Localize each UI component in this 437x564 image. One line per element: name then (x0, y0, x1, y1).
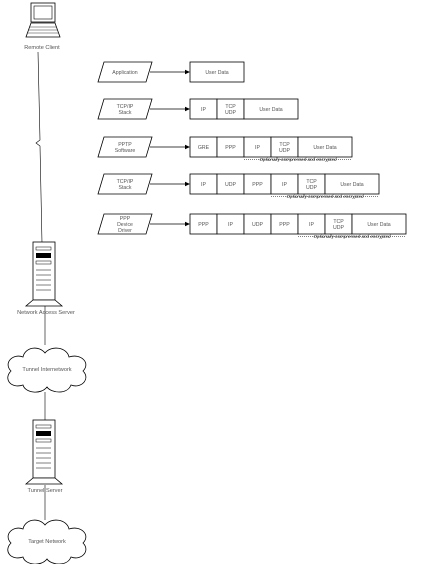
layer-label: TCP/IP (117, 179, 134, 185)
packet-field-label: TCP (306, 179, 317, 185)
packet-field-label: UDP (333, 225, 344, 231)
packet-field (243, 98, 299, 120)
layer-label: TCP/IP (117, 104, 134, 110)
encryption-note: Optionally compressed and encrypted (286, 194, 364, 199)
cloud-icon (7, 347, 87, 393)
laptop-icon (25, 2, 61, 38)
layer-label: Software (115, 148, 136, 154)
layer-label: PPP (120, 216, 131, 222)
layer-label: Application (112, 70, 137, 76)
packet-field-label: UDP (279, 148, 290, 154)
layer-label-shape (97, 61, 153, 83)
packet-field-label: IP (282, 182, 287, 188)
tunnel-server-label: Tunnel Server (28, 488, 63, 494)
arrow-head-icon (185, 221, 190, 227)
packet-field-label: User Data (313, 145, 336, 151)
packet-field (297, 136, 353, 158)
packet-field-label: GRE (198, 145, 210, 151)
connection-line (35, 51, 46, 520)
arrow-head-icon (185, 181, 190, 187)
layer-label: Stack (119, 110, 132, 116)
packet-field-label: TCP (225, 104, 236, 110)
packet-field-label: UDP (306, 185, 317, 191)
packet-field-label: PPP (225, 145, 236, 151)
layer-label-shape (97, 213, 153, 235)
packet-field-label: TCP (279, 142, 290, 148)
packet-field-label: IP (228, 222, 233, 228)
packet-field-label: UDP (225, 110, 236, 116)
server-icon (24, 419, 64, 485)
arrow-head-icon (185, 106, 190, 112)
packet-field-label: User Data (205, 70, 228, 76)
packet-field-label: User Data (259, 107, 282, 113)
packet-field-label: User Data (367, 222, 390, 228)
packet-field-label: TCP (333, 219, 344, 225)
layer-label: Stack (119, 185, 132, 191)
remote-client-label: Remote Client (24, 45, 60, 51)
packet-field-label: PPP (279, 222, 290, 228)
packet-field-label: User Data (340, 182, 363, 188)
packet-field-label: UDP (252, 222, 263, 228)
tunnel-internetwork-label: Tunnel Internetwork (22, 367, 71, 373)
server-icon (24, 241, 64, 307)
packet-field-label: PPP (252, 182, 263, 188)
layer-label: Driver (118, 228, 132, 234)
packet-field-label: IP (309, 222, 314, 228)
arrow-head-icon (185, 69, 190, 75)
arrow-head-icon (185, 144, 190, 150)
target-network-label: Target Network (28, 539, 66, 545)
layer-label-shape (97, 136, 153, 158)
layer-label-shape (97, 98, 153, 120)
packet-field-label: IP (255, 145, 260, 151)
layer-label-shape (97, 173, 153, 195)
packet-field (189, 61, 245, 83)
layer-row: Application User Data (97, 61, 245, 83)
encryption-note: Optionally compressed and encrypted (259, 157, 337, 162)
layer-label: PPTP (118, 142, 132, 148)
encryption-note: Optionally compressed and encrypted (313, 234, 391, 239)
packet-field-label: UDP (225, 182, 236, 188)
packet-field-label: IP (201, 107, 206, 113)
packet-field-label: PPP (198, 222, 209, 228)
packet-field-label: IP (201, 182, 206, 188)
layer-label: Device (117, 222, 133, 228)
cloud-icon (7, 519, 87, 564)
packet-field (351, 213, 407, 235)
network-access-server-label: Network Access Server (17, 310, 75, 316)
packet-field (324, 173, 380, 195)
